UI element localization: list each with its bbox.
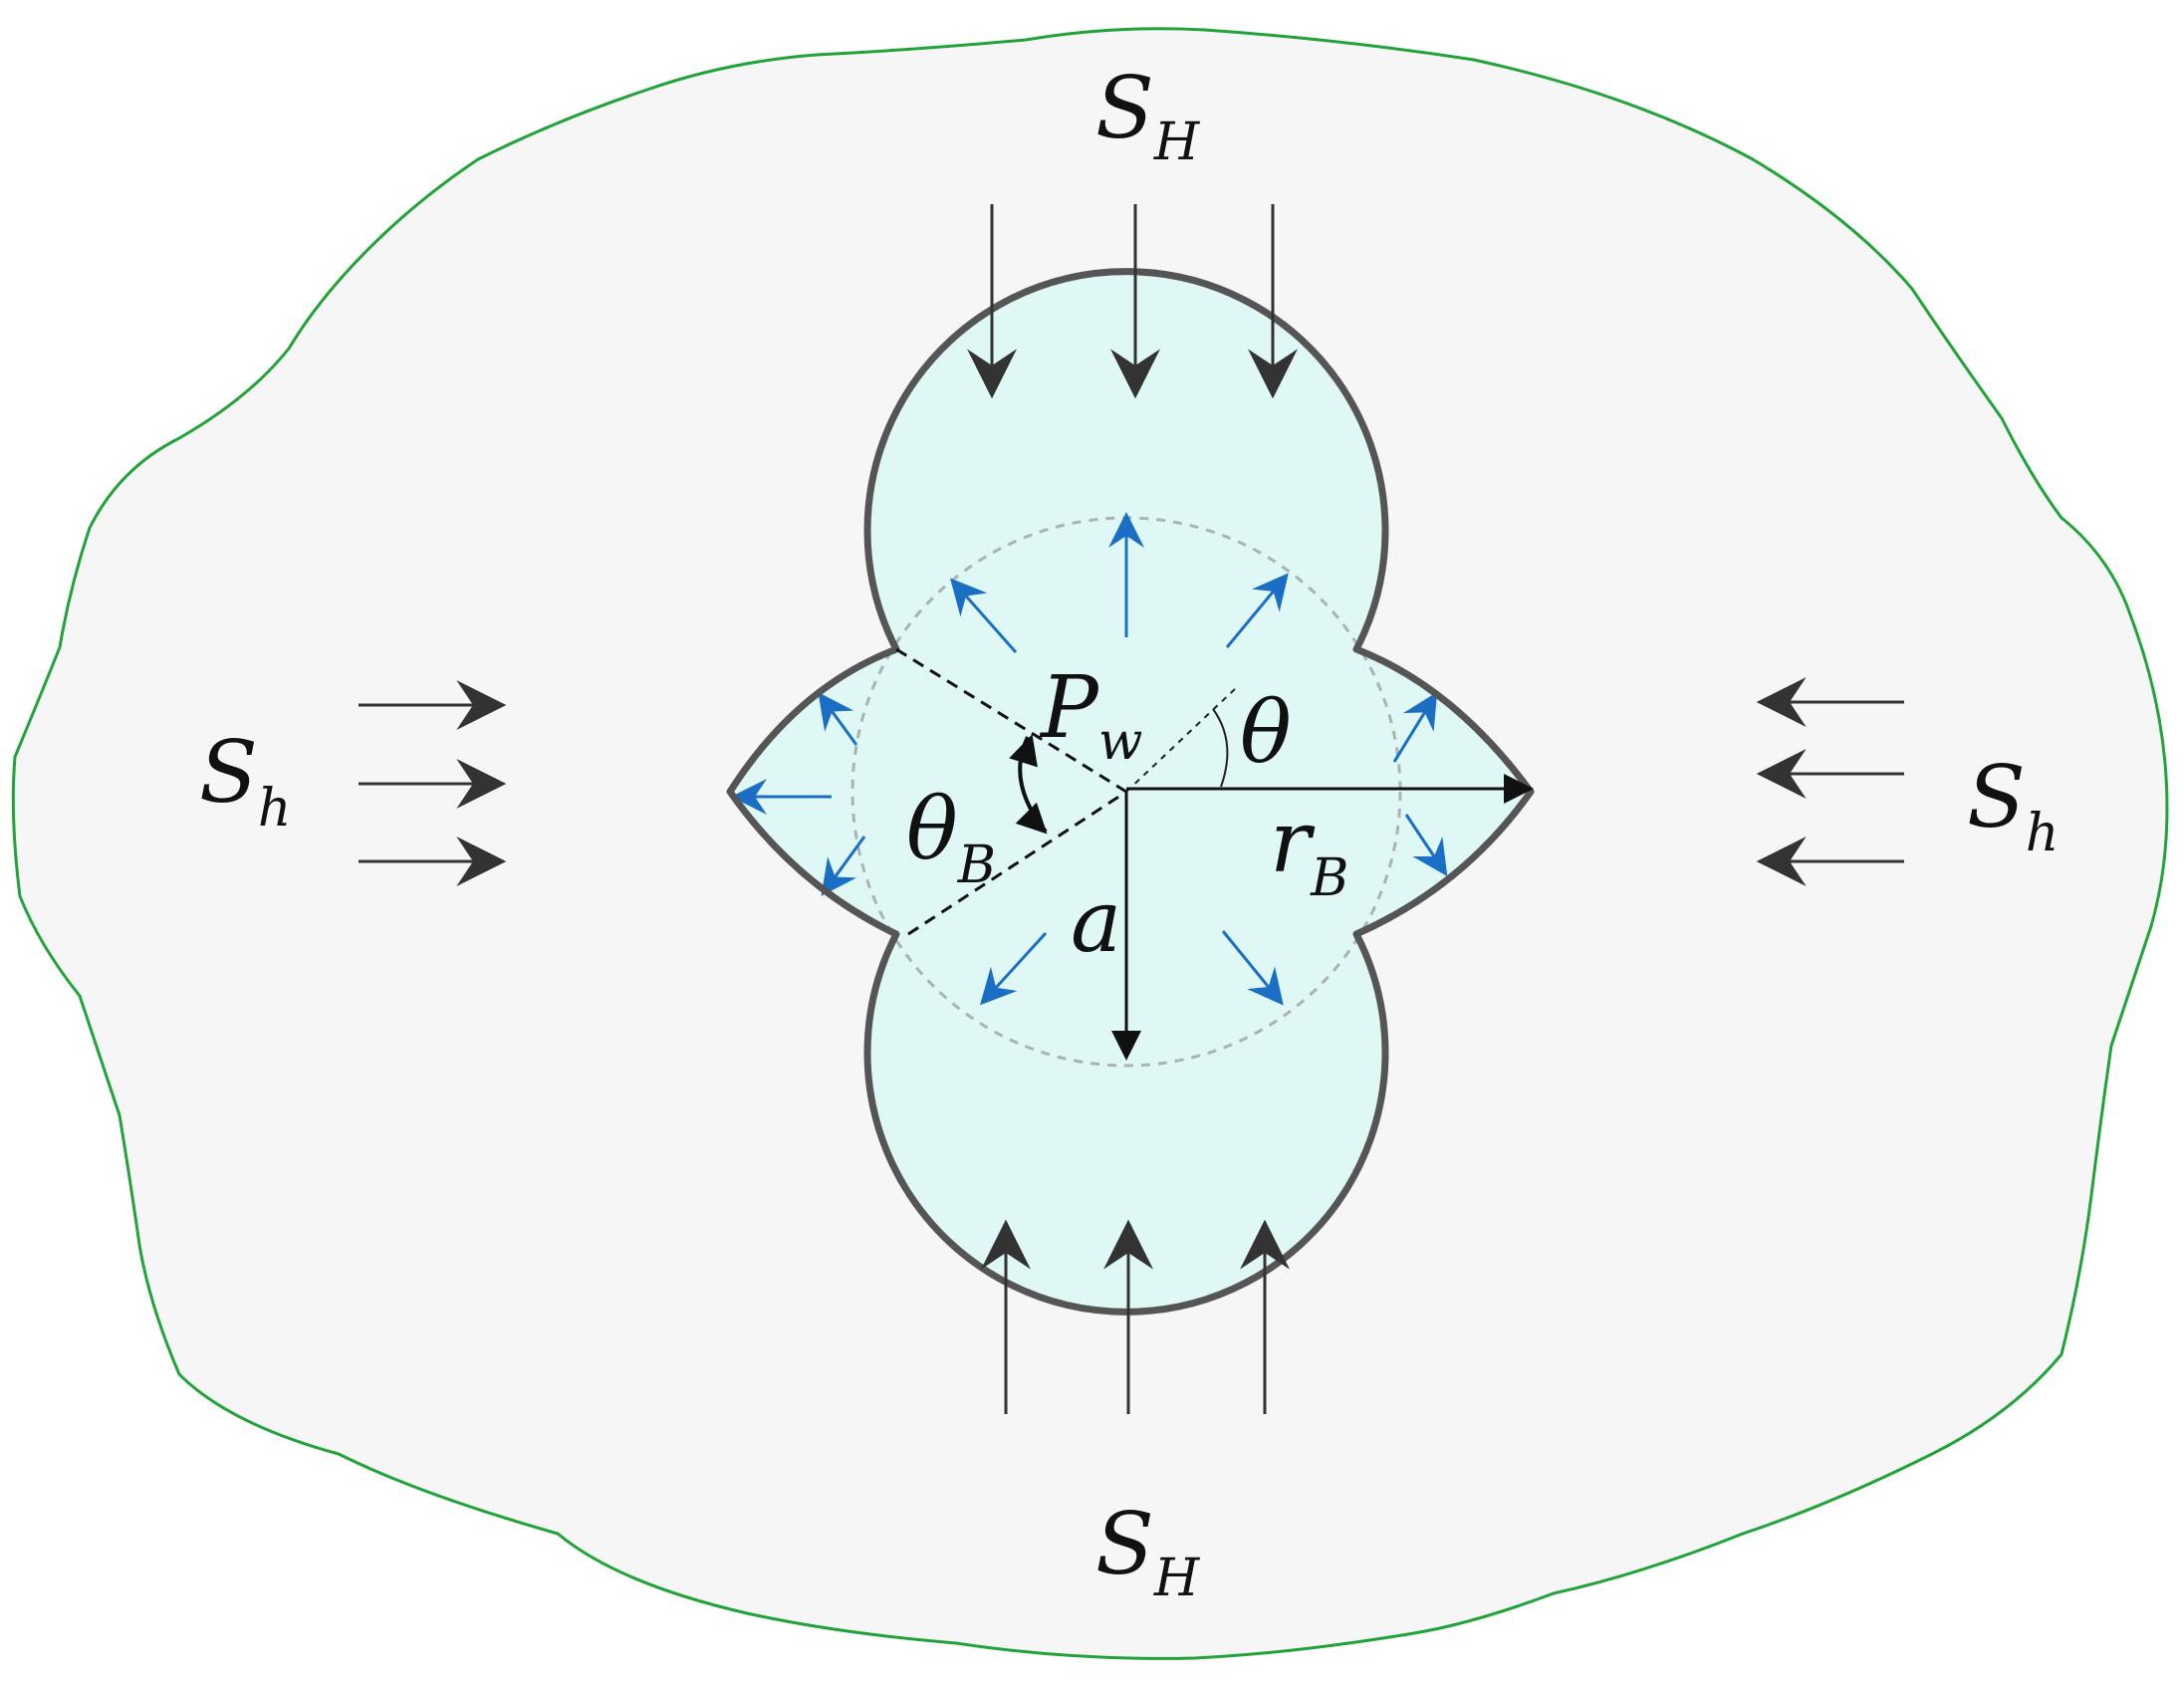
pressure-arrow-down-right [1221,930,1284,1006]
breakout-boundary-upper [895,647,1127,794]
label-wellbore-pressure: Pw [1039,658,1142,772]
stress-arrows-top [967,204,1298,399]
pressure-arrow-left-upper [818,692,858,746]
theta-b-arrow-top [1009,734,1038,768]
label-radius-b: rB [1270,793,1348,908]
pressure-arrow-up-right [1225,573,1289,648]
stress-arrows-bottom [981,1219,1290,1414]
wellbore-fluid [730,271,1531,1313]
breakout-boundary-lower [907,790,1127,936]
geometry-lines [895,647,1534,1061]
label-radius-a: a [1071,872,1121,972]
pressure-arrow-right-upper [1392,691,1438,763]
theta-reference-line [1125,686,1238,793]
theta-b-arrow-bottom [1015,802,1048,835]
label-s-h-min-left: Sh [199,723,291,839]
theta-angle-arc [1212,708,1229,788]
label-theta-b: θB [906,780,996,895]
pressure-arrow-right-lower [1404,814,1448,876]
wellbore-wall [726,268,1535,1316]
stress-arrows-left [359,680,507,886]
pressure-arrow-down-left [979,931,1048,1006]
label-s-h-max-top: SH [1095,59,1201,172]
label-s-h-min-right: Sh [1967,748,2059,863]
label-s-h-max-bottom: SH [1095,1495,1201,1608]
label-theta: θ [1240,683,1292,783]
pressure-arrow-left-lower [821,836,866,896]
wellbore-pressure-arrows [731,512,1448,1006]
stress-arrows-right [1756,677,1904,886]
pressure-arrow-up-left [950,578,1018,653]
